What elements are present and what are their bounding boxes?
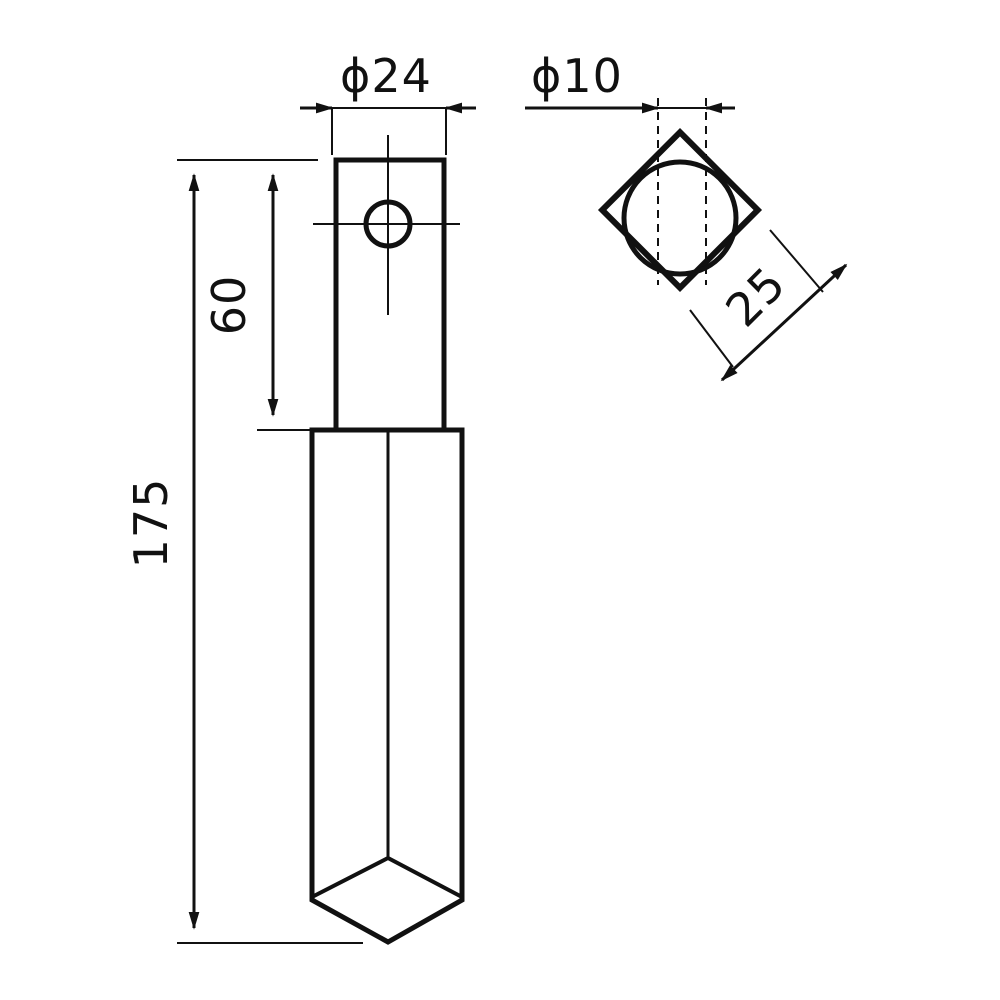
square-width-label: 25 <box>715 256 796 337</box>
overall-length-label: 175 <box>124 478 178 569</box>
side-view <box>309 135 465 945</box>
tab-outline <box>333 157 447 430</box>
pin-hole-diameter-label: ϕ10 <box>531 49 623 103</box>
shank-diameter-label: ϕ24 <box>340 49 432 103</box>
dimension-overall-length: 175 <box>124 159 363 944</box>
dimension-pin-hole-diameter: ϕ10 <box>525 49 735 114</box>
tab-length-label: 60 <box>202 275 256 336</box>
square-profile <box>597 127 763 293</box>
dimension-shank-diameter: ϕ24 <box>300 49 476 155</box>
round-pin-profile <box>621 159 739 277</box>
shank-outline <box>309 427 465 945</box>
shank-tip-face <box>311 855 463 899</box>
end-view <box>597 98 763 293</box>
dimension-tab-length: 60 <box>202 159 318 431</box>
